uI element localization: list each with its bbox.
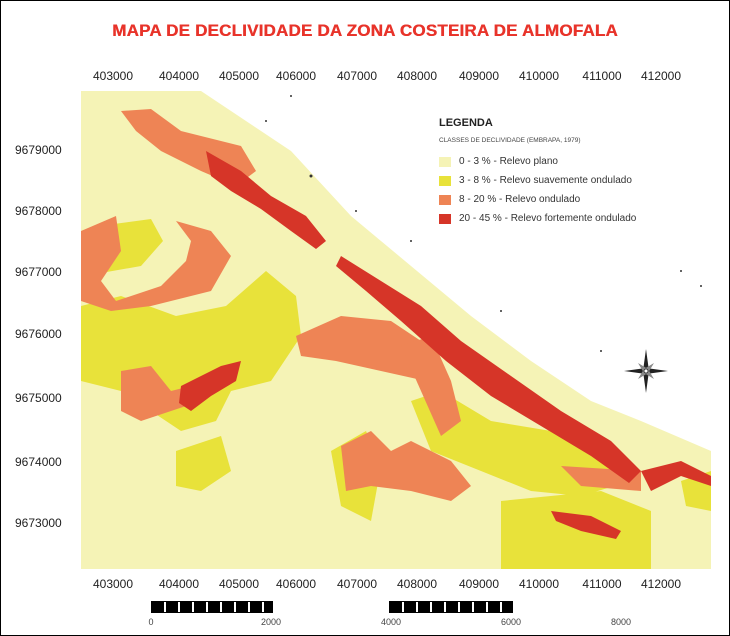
y-tick: 9676000 [15,327,62,341]
x-tick: 404000 [158,577,200,591]
legend-label: 8 - 20 % - Relevo ondulado [459,194,581,205]
x-tick: 405000 [218,577,260,591]
map-title: MAPA DE DECLIVIDADE DA ZONA COSTEIRA DE … [112,21,618,40]
x-tick: 410000 [518,577,560,591]
scale-label: 0 [148,617,154,627]
scale-label: 8000 [610,617,632,627]
zone-ondulado [341,431,471,501]
legend-item: 0 - 3 % - Relevo plano [439,152,679,171]
y-tick: 9678000 [15,204,62,218]
legend-swatch [439,175,451,186]
zone-forte [641,461,711,491]
x-tick: 409000 [458,69,500,83]
zone-forte [551,511,621,539]
compass-rose-icon [624,349,668,393]
legend-item: 20 - 45 % - Relevo fortemente ondulado [439,209,679,228]
scale-label: 4000 [380,617,402,627]
x-tick: 403000 [92,577,134,591]
x-tick: 403000 [92,69,134,83]
zone-ondulado [296,316,436,381]
zone-ondulado [81,216,231,311]
legend-swatch [439,156,451,167]
y-tick: 9673000 [15,516,62,530]
x-tick: 406000 [275,577,317,591]
legend-label: 3 - 8 % - Relevo suavemente ondulado [459,175,632,186]
scale-label: 6000 [500,617,522,627]
x-tick: 406000 [275,69,317,83]
x-tick: 410000 [518,69,560,83]
zone-ondulado [401,336,461,436]
zone-forte [179,361,241,411]
x-tick: 407000 [336,577,378,591]
zone-ondulado [121,366,211,421]
x-tick: 411000 [582,69,622,83]
x-tick: 405000 [218,69,260,83]
legend-swatch [439,213,451,224]
y-tick: 9675000 [15,391,62,405]
x-tick: 409000 [458,577,500,591]
x-tick: 407000 [336,69,378,83]
x-axis-top: 403000 404000 405000 406000 407000 40800… [1,69,729,85]
y-tick: 9674000 [15,455,62,469]
y-tick: 9677000 [15,265,62,279]
legend-subtitle: CLASSES DE DECLIVIDADE (EMBRAPA, 1979) [439,137,581,144]
x-tick: 412000 [640,69,682,83]
x-tick: 408000 [396,577,438,591]
x-tick: 412000 [640,577,682,591]
slope-map [81,91,711,569]
zone-suave [176,436,231,491]
zone-forte [206,151,326,249]
x-tick: 404000 [158,69,200,83]
legend-label: 20 - 45 % - Relevo fortemente ondulado [459,213,637,224]
legend: LEGENDA CLASSES DE DECLIVIDADE (EMBRAPA,… [439,117,679,228]
x-axis-bottom: 403000 404000 405000 406000 407000 40800… [1,577,729,593]
legend-title: LEGENDA [439,117,493,129]
scale-label: 2000 [260,617,282,627]
legend-item: 3 - 8 % - Relevo suavemente ondulado [439,171,679,190]
zone-suave [501,491,651,569]
legend-label: 0 - 3 % - Relevo plano [459,156,558,167]
x-tick: 408000 [396,69,438,83]
legend-item: 8 - 20 % - Relevo ondulado [439,190,679,209]
legend-swatch [439,194,451,205]
zone-forte [336,256,641,483]
scale-segment [151,601,273,613]
x-tick: 411000 [582,577,622,591]
scale-segment [389,601,513,613]
y-tick: 9679000 [15,143,62,157]
